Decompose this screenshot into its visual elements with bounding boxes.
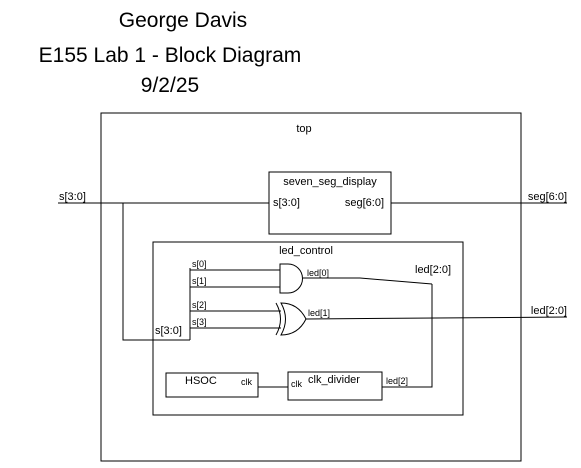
clk-divider-clk-port: clk xyxy=(291,379,302,389)
diagram-title: E155 Lab 1 - Block Diagram xyxy=(39,44,302,67)
xor-output-label: led[1] xyxy=(308,308,330,318)
led-output-wire xyxy=(305,316,568,320)
seven-seg-out-port: seg[6:0] xyxy=(345,197,384,209)
led2-wire xyxy=(382,384,433,388)
clk-divider-box xyxy=(287,371,383,401)
xor-gate xyxy=(280,302,307,336)
and-output-label: led[0] xyxy=(307,268,329,278)
led-control-bus-in-label: s[3:0] xyxy=(155,325,182,337)
hsoc-label: HSOC xyxy=(185,375,217,387)
clk-divider-led2-port: led[2] xyxy=(386,376,408,386)
top-module-box xyxy=(100,112,522,462)
seven-seg-display-label: seven_seg_display xyxy=(283,176,377,188)
hsoc-box xyxy=(165,372,259,398)
led-control-box xyxy=(152,241,464,416)
xor-input-s3-label: s[3] xyxy=(192,317,207,327)
led-output-label: led[2:0] xyxy=(531,305,567,317)
hsoc-clk-port: clk xyxy=(241,377,252,387)
author-name: George Davis xyxy=(119,9,247,32)
led-control-label: led_control xyxy=(279,245,333,257)
seven-seg-in-port: s[3:0] xyxy=(273,197,300,209)
xor-input-s2-label: s[2] xyxy=(192,300,207,310)
s-bus-to-led-control-wire xyxy=(122,203,190,341)
led0-wire xyxy=(303,277,433,285)
s-input-label: s[3:0] xyxy=(59,191,86,203)
and-input-s0-label: s[0] xyxy=(192,259,207,269)
clk-divider-label: clk_divider xyxy=(308,374,360,386)
and-input-s1-label: s[1] xyxy=(192,276,207,286)
seg-output-label: seg[6:0] xyxy=(528,191,567,203)
led-control-bus-out-label: led[2:0] xyxy=(415,264,451,276)
top-module-label: top xyxy=(296,123,311,135)
and-gate xyxy=(279,263,303,294)
xor-gate-input-curve xyxy=(275,302,281,336)
diagram-date: 9/2/25 xyxy=(141,74,199,97)
